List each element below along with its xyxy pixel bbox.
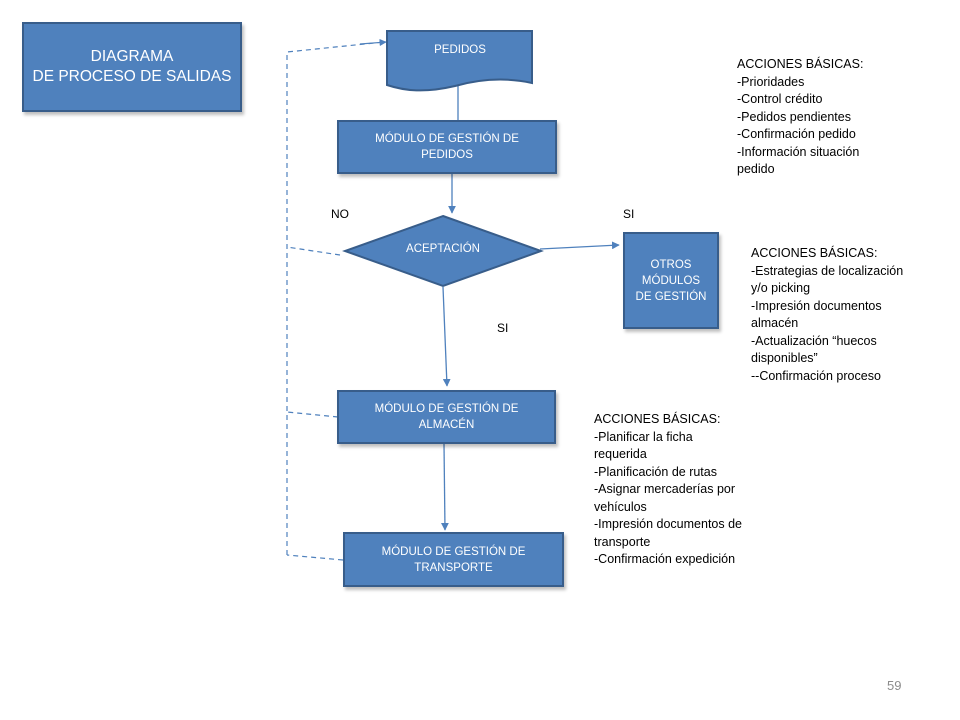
flow-aceptacion-to-almacen xyxy=(442,286,451,387)
aceptacion-diamond-shape xyxy=(342,214,544,288)
notes-line: -Impresión documentos de xyxy=(594,517,742,531)
notes-heading: ACCIONES BÁSICAS: xyxy=(594,412,721,426)
notes-line: disponibles” xyxy=(751,351,818,365)
notes-line: almacén xyxy=(751,316,799,330)
notes-line: -Planificación de rutas xyxy=(594,464,717,479)
notes-line: -Prioridades xyxy=(737,74,805,89)
notes-line: transporte xyxy=(594,534,651,549)
notes-line: pedido xyxy=(737,162,775,176)
notes-line: -Actualización “huecos xyxy=(751,333,877,348)
gestion-pedidos-node: MÓDULO DE GESTIÓN DE PEDIDOS xyxy=(337,120,557,174)
label-si-right: SI xyxy=(623,207,635,221)
notes-line: -Confirmación expedición xyxy=(594,552,736,566)
notes-line: -Pedidos pendientes xyxy=(737,109,851,124)
label-no: NO xyxy=(331,207,349,221)
notes-heading: ACCIONES BÁSICAS: xyxy=(751,246,878,260)
notes-almacen: ACCIONES BÁSICAS: -Planificar la ficha r… xyxy=(594,411,742,569)
notes-heading: ACCIONES BÁSICAS: xyxy=(737,57,864,71)
notes-line: -Impresión documentos xyxy=(751,298,882,313)
flow-almacen-to-transporte xyxy=(441,443,449,531)
notes-line: -Control crédito xyxy=(737,92,823,106)
gestion-almacen-node: MÓDULO DE GESTIÓN DE ALMACÉN xyxy=(337,390,556,444)
notes-line: --Confirmación proceso xyxy=(751,368,881,383)
flow-aceptacion-to-otros xyxy=(539,241,620,250)
notes-line: requerida xyxy=(594,447,647,461)
notes-line: vehículos xyxy=(594,499,647,514)
otros-modulos-node: OTROS MÓDULOS DE GESTIÓN xyxy=(623,232,719,329)
notes-otros: ACCIONES BÁSICAS: -Estrategias de locali… xyxy=(751,245,903,385)
label-si-down: SI xyxy=(497,321,509,335)
diagram-title: DIAGRAMA DE PROCESO DE SALIDAS xyxy=(22,22,242,112)
notes-line: -Estrategias de localización xyxy=(751,263,904,278)
pedidos-node-label: PEDIDOS xyxy=(434,44,486,56)
aceptacion-node-label: ACEPTACIÓN xyxy=(406,243,480,255)
notes-line: -Asignar mercaderías por xyxy=(594,482,736,496)
notes-line: -Confirmación pedido xyxy=(737,127,856,141)
page-number: 59 xyxy=(887,678,902,693)
notes-line: -Planificar la ficha xyxy=(594,429,693,444)
feedback-arrow-to-pedidos xyxy=(359,38,387,47)
gestion-transporte-node: MÓDULO DE GESTIÓN DE TRANSPORTE xyxy=(343,532,564,587)
notes-line: -Información situación xyxy=(737,144,860,159)
notes-pedidos: ACCIONES BÁSICAS: -Prioridades -Control … xyxy=(737,56,863,179)
notes-line: y/o picking xyxy=(751,281,811,295)
pedidos-document-shape xyxy=(386,30,533,92)
